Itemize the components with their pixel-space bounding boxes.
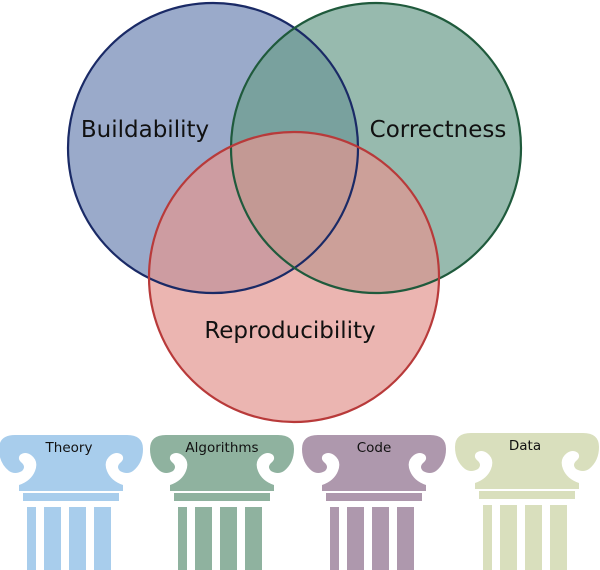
pillar-code-label: Code <box>357 440 392 456</box>
circle-reproducibility-outline <box>147 130 441 424</box>
circle-correctness-outline <box>229 1 523 295</box>
label-reproducibility: Reproducibility <box>204 318 375 344</box>
venn-diagram: Buildability Correctness Reproducibility <box>66 1 523 424</box>
pillar-theory: Theory <box>0 435 143 570</box>
label-buildability: Buildability <box>81 117 209 143</box>
pillar-data-label: Data <box>509 438 541 454</box>
pillar-algorithms: Algorithms <box>150 435 294 570</box>
pillar-data: Data <box>455 433 599 570</box>
pillar-code: Code <box>302 435 446 570</box>
circle-reproducibility <box>149 132 439 422</box>
pillar-theory-label: Theory <box>45 440 93 456</box>
label-correctness: Correctness <box>370 117 507 143</box>
pillars-row: Theory Algorithms Code Data <box>0 433 599 570</box>
pillar-algorithms-label: Algorithms <box>185 440 258 456</box>
